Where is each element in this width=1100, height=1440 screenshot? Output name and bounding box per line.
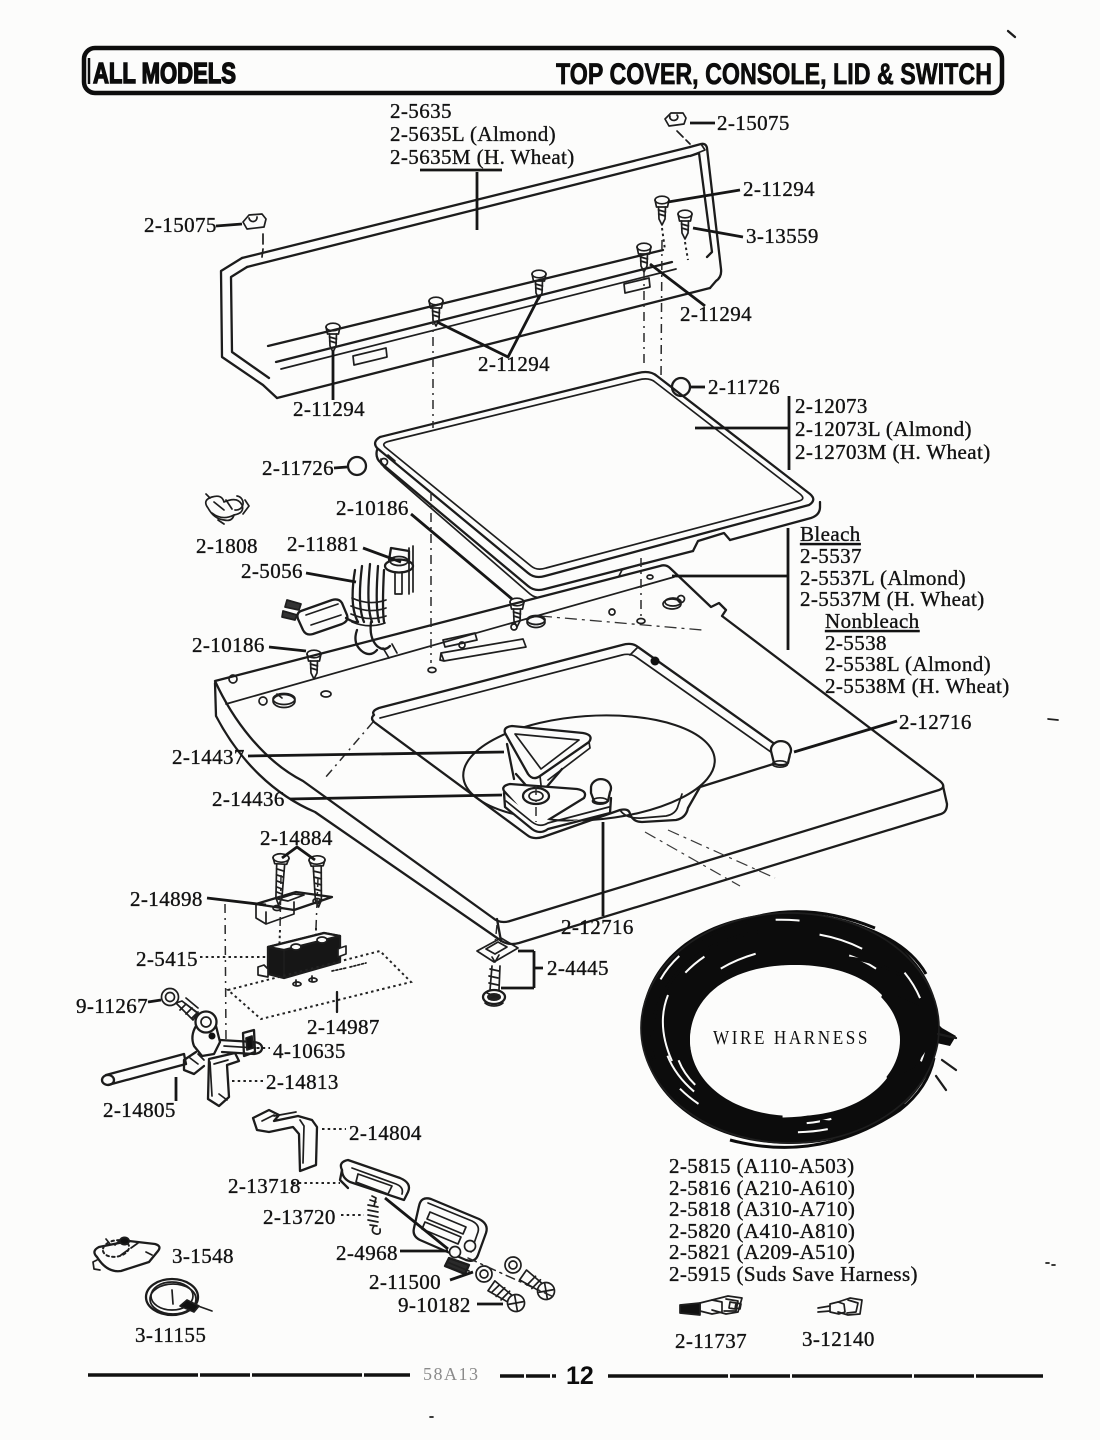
svg-text:2-14436: 2-14436 bbox=[212, 787, 285, 811]
svg-text:2-5635M (H. Wheat): 2-5635M (H. Wheat) bbox=[390, 145, 575, 169]
svg-text:2-14804: 2-14804 bbox=[349, 1121, 422, 1145]
svg-text:2-5056: 2-5056 bbox=[241, 559, 303, 583]
svg-text:2-5821 (A209-A510): 2-5821 (A209-A510) bbox=[669, 1240, 855, 1264]
svg-text:2-14898: 2-14898 bbox=[130, 887, 203, 911]
svg-text:3-13559: 3-13559 bbox=[746, 224, 819, 248]
svg-text:2-4968: 2-4968 bbox=[336, 1241, 398, 1265]
svg-text:2-12073L (Almond): 2-12073L (Almond) bbox=[795, 417, 972, 441]
svg-text:2-11881: 2-11881 bbox=[287, 532, 359, 556]
svg-text:2-4445: 2-4445 bbox=[547, 956, 609, 980]
svg-text:2-15075: 2-15075 bbox=[144, 213, 217, 237]
svg-text:2-10186: 2-10186 bbox=[192, 633, 265, 657]
svg-text:2-5415: 2-5415 bbox=[136, 947, 198, 971]
svg-text:2-14813: 2-14813 bbox=[266, 1070, 339, 1094]
svg-text:WIRE HARNESS: WIRE HARNESS bbox=[713, 1027, 870, 1049]
svg-text:TOP COVER, CONSOLE, LID & SWIT: TOP COVER, CONSOLE, LID & SWITCH bbox=[556, 58, 992, 91]
svg-text:2-5816 (A210-A610): 2-5816 (A210-A610) bbox=[669, 1176, 855, 1200]
svg-text:2-14987: 2-14987 bbox=[307, 1015, 380, 1039]
svg-text:2-12703M (H. Wheat): 2-12703M (H. Wheat) bbox=[795, 440, 991, 464]
svg-text:2-5538: 2-5538 bbox=[825, 631, 887, 655]
svg-text:4-10635: 4-10635 bbox=[273, 1039, 346, 1063]
svg-text:2-14437: 2-14437 bbox=[172, 745, 245, 769]
svg-text:2-13718: 2-13718 bbox=[228, 1174, 301, 1198]
svg-text:2-12716: 2-12716 bbox=[899, 710, 972, 734]
svg-text:2-11726: 2-11726 bbox=[708, 375, 780, 399]
svg-text:2-15075: 2-15075 bbox=[717, 111, 790, 135]
svg-text:9-11267: 9-11267 bbox=[76, 994, 148, 1018]
svg-text:2-12073: 2-12073 bbox=[795, 394, 868, 418]
svg-text:2-5537M (H. Wheat): 2-5537M (H. Wheat) bbox=[800, 587, 985, 611]
svg-text:3-12140: 3-12140 bbox=[802, 1327, 875, 1351]
svg-text:2-11294: 2-11294 bbox=[743, 177, 815, 201]
svg-text:Nonbleach: Nonbleach bbox=[825, 609, 920, 633]
svg-text:2-10186: 2-10186 bbox=[336, 496, 409, 520]
svg-text:2-5915 (Suds Save Harness): 2-5915 (Suds Save Harness) bbox=[669, 1262, 918, 1286]
svg-text:2-5537L (Almond): 2-5537L (Almond) bbox=[800, 566, 966, 590]
svg-text:2-11737: 2-11737 bbox=[675, 1329, 747, 1353]
svg-text:2-5538M (H. Wheat): 2-5538M (H. Wheat) bbox=[825, 674, 1010, 698]
svg-text:58A13: 58A13 bbox=[423, 1364, 480, 1384]
svg-text:2-5635: 2-5635 bbox=[390, 99, 452, 123]
svg-text:Bleach: Bleach bbox=[800, 522, 861, 546]
svg-text:3-11155: 3-11155 bbox=[135, 1323, 206, 1347]
svg-text:9-10182: 9-10182 bbox=[398, 1293, 471, 1317]
svg-text:2-5815 (A110-A503): 2-5815 (A110-A503) bbox=[669, 1154, 854, 1178]
svg-text:2-5538L (Almond): 2-5538L (Almond) bbox=[825, 652, 991, 676]
svg-text:2-13720: 2-13720 bbox=[263, 1205, 336, 1229]
svg-text:2-5635L (Almond): 2-5635L (Almond) bbox=[390, 122, 556, 146]
svg-text:2-5537: 2-5537 bbox=[800, 544, 862, 568]
svg-text:2-11294: 2-11294 bbox=[293, 397, 365, 421]
svg-text:3-1548: 3-1548 bbox=[172, 1244, 234, 1268]
svg-text:2-11294: 2-11294 bbox=[680, 302, 752, 326]
svg-text:2-11726: 2-11726 bbox=[262, 456, 334, 480]
svg-text:ALL MODELS: ALL MODELS bbox=[93, 58, 236, 90]
svg-text:12: 12 bbox=[566, 1362, 594, 1390]
svg-text:2-14805: 2-14805 bbox=[103, 1098, 176, 1122]
svg-text:2-1808: 2-1808 bbox=[196, 534, 258, 558]
svg-text:2-5818 (A310-A710): 2-5818 (A310-A710) bbox=[669, 1197, 855, 1221]
svg-text:2-12716: 2-12716 bbox=[561, 915, 634, 939]
svg-text:2-11294: 2-11294 bbox=[478, 352, 550, 376]
svg-text:2-5820 (A410-A810): 2-5820 (A410-A810) bbox=[669, 1219, 855, 1243]
svg-text:2-11500: 2-11500 bbox=[369, 1270, 441, 1294]
